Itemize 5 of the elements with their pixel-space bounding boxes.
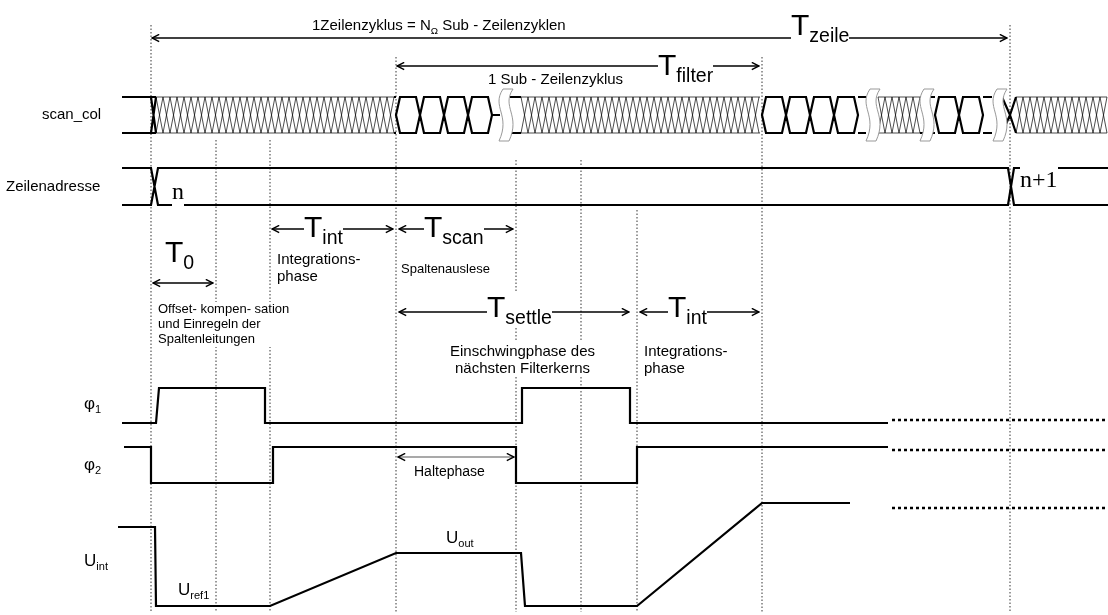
dimension-label: 1Zeilenzyklus = N$_{Ω}$ Sub - Zeilenzyklen (312, 16, 566, 37)
time-symbol: T$_{settle}$ (487, 292, 552, 328)
signal-name: scan_col (42, 105, 102, 123)
phase-description: Haltephase (414, 463, 485, 480)
phase-description: Spaltenauslese (401, 262, 490, 277)
